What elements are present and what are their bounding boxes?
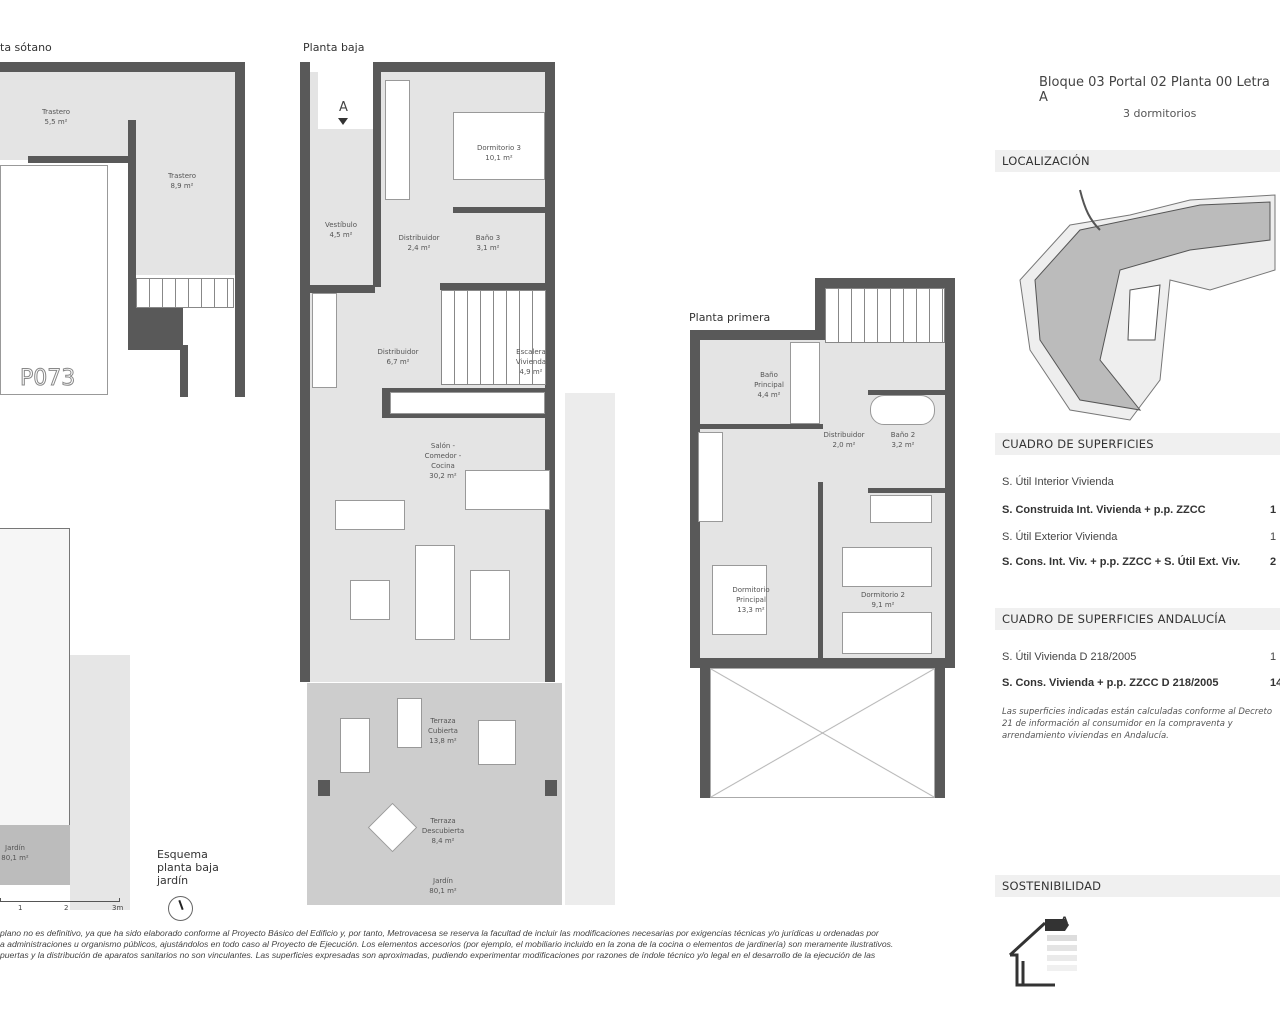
disclaimer-line: a administraciones u organismo públicos,… [0, 939, 894, 949]
disclaimer-line: puertas y la distribución de aparatos sa… [0, 950, 876, 960]
location-map [1019, 189, 1276, 421]
surface-value: 1 [1270, 531, 1277, 543]
energy-rating: A [1061, 916, 1068, 926]
plan-title: Planta baja [303, 41, 365, 54]
scale-label: 2 [64, 904, 69, 912]
surface-value: 14 [1270, 677, 1280, 689]
surface-value: 2 [1270, 556, 1277, 568]
surface-label: S. Cons. Vivienda + p.p. ZZCC D 218/2005 [1002, 677, 1219, 689]
esquema-title: Esquema planta baja jardín [157, 848, 219, 887]
arrow-down-icon [338, 118, 348, 125]
unit-title: Bloque 03 Portal 02 Planta 00 Letra A [1039, 75, 1270, 105]
surface-row: S. Útil Exterior Vivienda 1 [1002, 531, 1280, 543]
plan-title: ta sótano [0, 41, 52, 54]
plan-title: Planta primera [689, 311, 771, 324]
surface-value: 1 [1270, 504, 1277, 516]
section-header-localizacion: LOCALIZACIÓN [995, 150, 1280, 172]
surface-note: Las superficies indicadas están calculad… [1002, 707, 1273, 741]
entrance-marker: A [339, 100, 348, 115]
disclaimer: plano no es definitivo, ya que ha sido e… [0, 928, 995, 961]
surface-row: S. Cons. Int. Viv. + p.p. ZZCC + S. Útil… [1002, 556, 1280, 568]
surface-label: S. Cons. Int. Viv. + p.p. ZZCC + S. Útil… [1002, 556, 1241, 568]
surface-row: S. Útil Interior Vivienda [1002, 476, 1280, 488]
surface-row: S. Cons. Vivienda + p.p. ZZCC D 218/2005… [1002, 677, 1280, 689]
surface-label: S. Útil Interior Vivienda [1002, 476, 1114, 488]
surface-label: S. Útil Vivienda D 218/2005 [1002, 651, 1137, 663]
scale-label: 3m [112, 904, 124, 912]
surface-row: S. Útil Vivienda D 218/2005 1 [1002, 651, 1280, 663]
section-header-andalucia: CUADRO DE SUPERFICIES ANDALUCÍA [995, 608, 1280, 630]
scale-label: 1 [18, 904, 23, 912]
surface-value: 1 [1270, 651, 1277, 663]
disclaimer-line: plano no es definitivo, ya que ha sido e… [0, 928, 879, 938]
parking-number: P073 [19, 366, 76, 392]
surface-row: S. Construida Int. Vivienda + p.p. ZZCC 1 [1002, 504, 1280, 516]
surface-label: S. Construida Int. Vivienda + p.p. ZZCC [1002, 504, 1206, 516]
surface-label: S. Útil Exterior Vivienda [1002, 531, 1118, 543]
section-header-superficies: CUADRO DE SUPERFICIES [995, 433, 1280, 455]
north-compass-icon [168, 896, 193, 921]
unit-subtitle: 3 dormitorios [1123, 107, 1197, 120]
energy-rating-house-icon [1008, 919, 1077, 987]
section-header-sostenibilidad: SOSTENIBILIDAD [995, 875, 1280, 897]
